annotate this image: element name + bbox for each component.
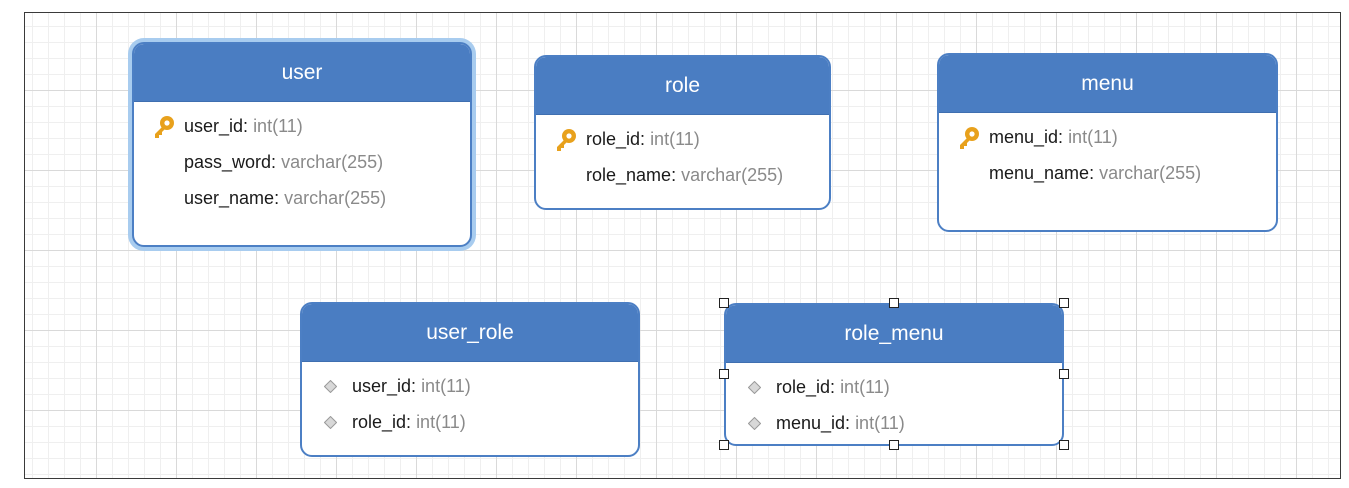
field-name: role_id — [776, 377, 831, 397]
resize-handle-bottom-left[interactable] — [719, 440, 729, 450]
field-name: role_id — [352, 412, 407, 432]
resize-handle-bottom-right[interactable] — [1059, 440, 1069, 450]
entity-user-role[interactable]: user_role user_id: int(11) role_id: int(… — [300, 302, 640, 457]
field-row[interactable]: user_id: int(11) — [134, 108, 470, 144]
field-row[interactable]: user_id: int(11) — [302, 368, 638, 404]
field-type: int(11) — [253, 116, 303, 136]
field-row[interactable]: role_name: varchar(255) — [536, 157, 829, 193]
field-type: int(11) — [650, 129, 700, 149]
entity-menu[interactable]: menu menu_id: int(11) menu_name: varchar… — [937, 53, 1278, 232]
key-icon — [155, 116, 174, 138]
field-row[interactable]: role_id: int(11) — [302, 404, 638, 440]
resize-handle-middle-left[interactable] — [719, 369, 729, 379]
field-name: pass_word — [184, 152, 272, 172]
field-row[interactable]: menu_id: int(11) — [726, 405, 1062, 441]
diamond-icon — [324, 380, 337, 393]
field-name: menu_name — [989, 163, 1090, 183]
field-row[interactable]: menu_name: varchar(255) — [939, 155, 1276, 191]
key-icon — [557, 129, 576, 151]
field-type: int(11) — [1068, 127, 1118, 147]
field-type: varchar(255) — [681, 165, 784, 185]
field-name: menu_id — [776, 413, 846, 433]
field-type: int(11) — [421, 376, 471, 396]
entity-title: role — [536, 57, 829, 115]
field-name: menu_id — [989, 127, 1059, 147]
entity-role-menu[interactable]: role_menu role_id: int(11) menu_id: int(… — [724, 303, 1064, 446]
entity-title: user_role — [302, 304, 638, 362]
resize-handle-top-center[interactable] — [889, 298, 899, 308]
resize-handle-bottom-center[interactable] — [889, 440, 899, 450]
diagram-canvas[interactable]: user user_id: int(11) pass_word: varchar… — [24, 12, 1341, 479]
resize-handle-top-right[interactable] — [1059, 298, 1069, 308]
field-separator: : — [845, 413, 856, 433]
resize-handle-top-left[interactable] — [719, 298, 729, 308]
field-row[interactable]: menu_id: int(11) — [939, 119, 1276, 155]
field-name: role_name — [586, 165, 672, 185]
field-row[interactable]: user_name: varchar(255) — [134, 180, 470, 216]
field-separator: : — [274, 188, 285, 208]
field-type: varchar(255) — [1099, 163, 1202, 183]
entity-title: menu — [939, 55, 1276, 113]
entity-title: role_menu — [726, 305, 1062, 363]
field-type: varchar(255) — [284, 188, 387, 208]
field-separator: : — [640, 129, 651, 149]
field-separator: : — [830, 377, 841, 397]
diamond-icon — [748, 417, 761, 430]
entity-user[interactable]: user user_id: int(11) pass_word: varchar… — [132, 42, 472, 247]
field-type: varchar(255) — [281, 152, 384, 172]
field-separator: : — [243, 116, 254, 136]
diamond-icon — [748, 381, 761, 394]
entity-title: user — [134, 44, 470, 102]
field-name: user_id — [352, 376, 412, 396]
diamond-icon — [324, 416, 337, 429]
field-type: int(11) — [855, 413, 905, 433]
entity-role[interactable]: role role_id: int(11) role_name: varchar… — [534, 55, 831, 210]
field-row[interactable]: pass_word: varchar(255) — [134, 144, 470, 180]
field-row[interactable]: role_id: int(11) — [536, 121, 829, 157]
field-type: int(11) — [416, 412, 466, 432]
resize-handle-middle-right[interactable] — [1059, 369, 1069, 379]
field-row[interactable]: role_id: int(11) — [726, 369, 1062, 405]
field-separator: : — [1058, 127, 1069, 147]
field-name: user_name — [184, 188, 275, 208]
field-separator: : — [1089, 163, 1100, 183]
field-separator: : — [271, 152, 282, 172]
field-name: role_id — [586, 129, 641, 149]
key-icon — [960, 127, 979, 149]
field-separator: : — [406, 412, 417, 432]
field-type: int(11) — [840, 377, 890, 397]
field-separator: : — [411, 376, 422, 396]
field-separator: : — [671, 165, 682, 185]
field-name: user_id — [184, 116, 244, 136]
